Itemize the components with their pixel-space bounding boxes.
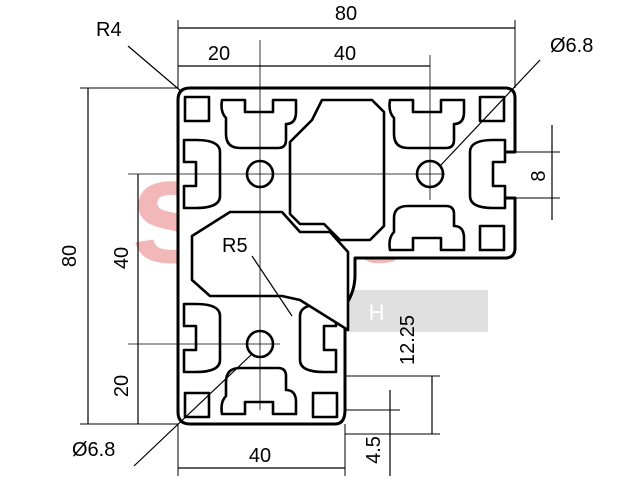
pocket-top-right	[478, 95, 506, 123]
pocket-right	[478, 224, 506, 252]
dim-width-right: 40	[334, 43, 356, 65]
center-chamber-bottom	[190, 210, 350, 332]
leader-r5	[251, 255, 293, 317]
dim-height-total: 80	[59, 245, 81, 267]
dim-slot-width: 8	[528, 170, 550, 181]
tslot-left-lower	[182, 302, 222, 374]
dim-height-mid: 40	[111, 247, 133, 269]
dim-radius-inner: R5	[222, 235, 248, 257]
dim-offset-45: 4.5	[363, 436, 385, 464]
dimension-texts: 80 20 40 R4 Ø6.8 80 40 20 R5 8 12.25 4.5…	[59, 3, 593, 467]
dim-width-total: 80	[335, 3, 357, 25]
dim-hole-top: Ø6.8	[550, 35, 593, 57]
tslot-top-right	[388, 98, 466, 150]
tslot-bottom	[220, 366, 298, 416]
tslot-right	[468, 138, 507, 210]
center-chamber-top	[288, 98, 386, 242]
profile	[176, 86, 517, 426]
tslot-top-left	[220, 98, 298, 150]
dim-height-low: 20	[111, 375, 133, 397]
tslot-arm-bottom	[388, 204, 466, 252]
pocket-bottom-middle	[311, 391, 339, 419]
leader-hole-top	[439, 59, 541, 167]
dim-offset-1225: 12.25	[397, 315, 419, 365]
dimension-lines	[80, 20, 560, 476]
leader-hole-bottom	[133, 353, 253, 467]
dim-bottom-width: 40	[249, 445, 271, 467]
dim-radius-corner: R4	[96, 19, 122, 41]
center-lines	[128, 40, 445, 410]
dim-width-left: 20	[208, 43, 230, 65]
pocket-top-left	[183, 95, 211, 123]
dim-hole-bottom: Ø6.8	[72, 439, 115, 461]
leader-r4	[127, 45, 183, 93]
